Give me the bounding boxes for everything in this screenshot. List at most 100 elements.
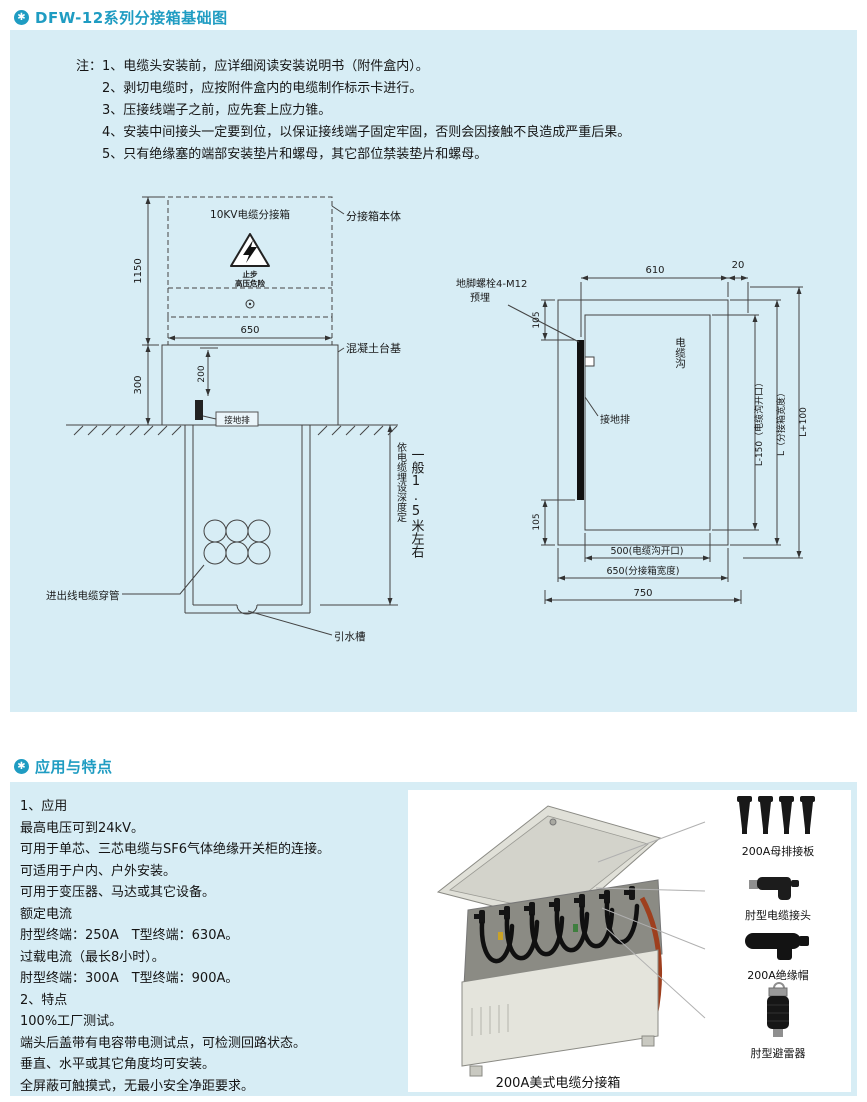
dim-L-150 — [712, 314, 759, 531]
dim-650-text: 650 — [240, 325, 259, 336]
cabinet-leg — [641, 1035, 655, 1047]
dim-L150-text: L-150（电缆沟开口） — [753, 378, 765, 466]
cable-tag-yellow — [498, 932, 503, 940]
app-line: 可用于变压器、马达或其它设备。 — [20, 885, 216, 900]
label-concrete-base: 混凝土台基 — [346, 341, 401, 355]
app-line: 可适用于户内、户外安装。 — [20, 863, 177, 879]
product-photo-area: 200A美式电缆分接箱 200A母排接板 — [408, 790, 851, 1092]
dim-L-text: L（分接箱宽度） — [775, 388, 787, 456]
dim-105-bottom — [541, 499, 575, 546]
note-prefix: 注： — [76, 59, 103, 74]
anchor-bolt-marker — [584, 356, 595, 367]
dim-500 — [584, 533, 711, 562]
dim-20 — [728, 275, 749, 313]
note-line: 4、安装中间接头一定要到位，以保证接线端子固定牢固，否则会因接触不良造成严重后果… — [102, 125, 631, 140]
label-anchor-bolt-1: 地脚螺栓4-M12 — [456, 277, 527, 290]
dim-300 — [142, 345, 182, 426]
dim-L-100 — [743, 286, 803, 559]
dim-1150-text: 1150 — [133, 258, 144, 283]
box-footprint-outline — [557, 299, 729, 546]
dim-300-text: 300 — [133, 375, 144, 394]
label-ground-bar-plan: 接地排 — [600, 413, 630, 426]
cabinet-leg — [469, 1065, 483, 1077]
label-depth-note-2: 一般1.5米左右 — [409, 448, 425, 558]
dim-500-text: 500(电缆沟开口) — [610, 545, 683, 557]
component-arrester: 肘型避雷器 — [708, 982, 848, 1061]
label-ground-bar: 接地排 — [224, 415, 250, 426]
note-text: 1、电缆头安装前，应详细阅读安装说明书（附件盒内）。 — [102, 59, 429, 74]
dim-L100-text: L+100 — [799, 407, 809, 437]
app-line: 额定电流 — [20, 906, 73, 922]
section-header-foundation: ✱ DFW-12系列分接箱基础图 — [14, 7, 228, 28]
component-busbar-plate: 200A母排接板 — [708, 792, 848, 859]
app-line: 肘型终端：250A T型终端：630A。 — [20, 928, 239, 943]
application-panel: 1、应用 最高电压可到24kV。 可用于单芯、三芯电缆与SF6气体绝缘开关柜的连… — [10, 782, 857, 1096]
dim-1150 — [142, 196, 165, 346]
dim-105-top-text: 105 — [532, 311, 542, 328]
arrester-image — [767, 982, 789, 1037]
trench-outline — [584, 314, 711, 531]
product-caption: 200A美式电缆分接箱 — [495, 1076, 621, 1091]
component-label: 肘型电缆接头 — [745, 909, 811, 922]
busbar-plate-image — [737, 796, 815, 834]
label-conduit: 进出线电缆穿管 — [46, 589, 120, 602]
app-line: 1、应用 — [20, 799, 68, 814]
installation-notes: 注：1、电缆头安装前，应详细阅读安装说明书（附件盒内）。 2、剥切电缆时，应按附… — [76, 56, 630, 166]
ground-bar-label-box — [202, 411, 259, 427]
dim-610 — [580, 275, 729, 337]
dim-105-bottom-text: 105 — [532, 513, 542, 530]
dim-650-plan-text: 650(分接箱宽度) — [606, 565, 679, 577]
label-trench: 电缆沟 — [674, 336, 686, 369]
dim-200-text: 200 — [197, 365, 207, 382]
note-line: 3、压接线端子之前，应先套上应力锥。 — [102, 103, 332, 118]
note-line: 2、剥切电缆时，应按附件盒内的电缆制作标示卡进行。 — [102, 81, 423, 96]
foundation-elevation-diagram: 10KV电缆分接箱 止步 高压危险 650 1150 300 200 分接箱本体… — [46, 196, 425, 643]
component-insulating-cap: 200A绝缘帽 — [708, 924, 848, 983]
ground-hatch-left — [66, 424, 185, 436]
section-flower-icon: ✱ — [14, 10, 29, 25]
component-elbow-connector: 肘型电缆接头 — [708, 868, 848, 923]
dim-750 — [544, 590, 742, 604]
app-line: 可用于单芯、三芯电缆与SF6气体绝缘开关柜的连接。 — [20, 842, 331, 857]
section-title-application: 应用与特点 — [35, 758, 113, 776]
note-line: 注：1、电缆头安装前，应详细阅读安装说明书（附件盒内）。 — [76, 56, 630, 78]
product-photo — [436, 805, 663, 1077]
dim-750-text: 750 — [633, 588, 652, 599]
app-line: 端头后盖带有电容带电测试点，可检测回路状态。 — [20, 1035, 307, 1051]
label-depth-note-1: 依电缆埋设深度定 — [395, 441, 407, 523]
app-line: 肘型终端：300A T型终端：900A。 — [20, 971, 239, 986]
dim-20-text: 20 — [732, 260, 745, 271]
dim-depth — [320, 425, 398, 606]
foundation-panel: 注：1、电缆头安装前，应详细阅读安装说明书（附件盒内）。 2、剥切电缆时，应按附… — [10, 30, 857, 712]
component-label: 肘型避雷器 — [750, 1047, 806, 1060]
section-flower-icon: ✱ — [14, 759, 29, 774]
cable-conduit-circles — [203, 519, 271, 565]
elbow-connector-image — [749, 877, 799, 900]
dim-610-text: 610 — [645, 265, 664, 276]
warning-sign — [230, 233, 270, 309]
label-drain: 引水槽 — [334, 630, 366, 643]
plan-leader-lines — [507, 304, 599, 417]
vent-slots — [471, 1004, 509, 1036]
dim-200 — [200, 347, 218, 396]
warning-word-2: 高压危险 — [235, 278, 265, 288]
leader-lines — [122, 205, 345, 636]
cable-tag-green — [573, 924, 578, 932]
app-line: 100%工厂测试。 — [20, 1014, 123, 1029]
dim-L — [730, 299, 781, 546]
component-label: 200A绝缘帽 — [747, 969, 809, 982]
dim-650-plan — [557, 548, 729, 582]
ground-hatch-right — [310, 424, 398, 436]
app-line: 2、特点 — [20, 992, 68, 1008]
application-text: 1、应用 最高电压可到24kV。 可用于单芯、三芯电缆与SF6气体绝缘开关柜的连… — [20, 796, 330, 1097]
label-cabinet-body: 分接箱本体 — [346, 209, 401, 223]
component-label: 200A母排接板 — [741, 845, 815, 858]
insulating-cap-image — [745, 933, 809, 960]
foundation-plan-diagram: 610 20 105 105 500(电缆沟开口) 650(分接箱宽度) 750… — [456, 260, 809, 604]
cable-pit — [184, 425, 311, 615]
app-line: 垂直、水平或其它角度均可安装。 — [20, 1057, 216, 1072]
cabinet-box — [167, 196, 333, 345]
dim-105-top — [541, 299, 575, 341]
ground-bar-plan — [577, 340, 584, 500]
